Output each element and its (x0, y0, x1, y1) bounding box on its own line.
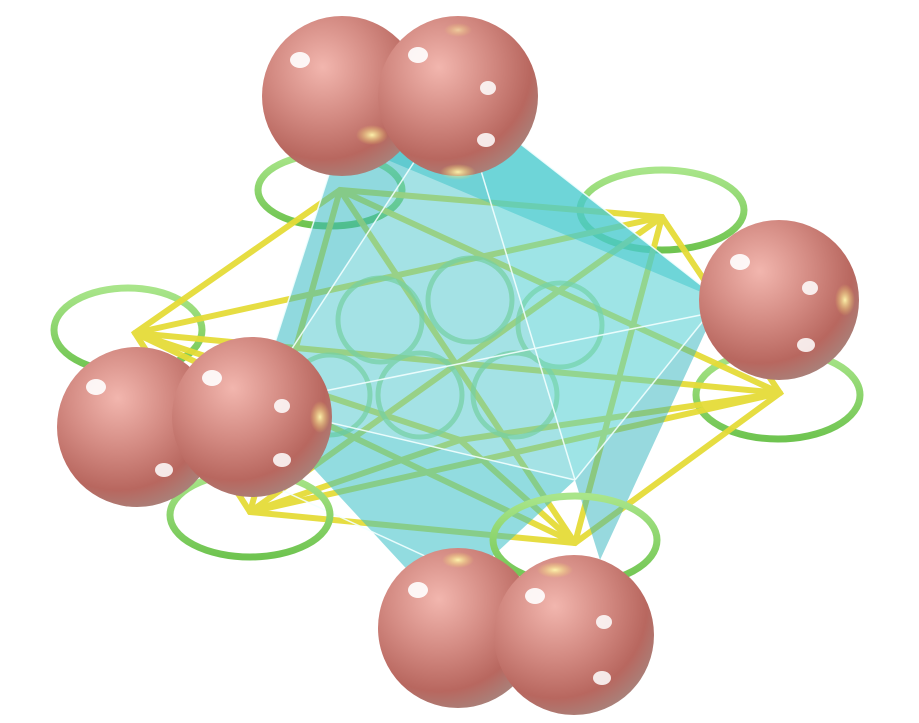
sphere-left-back (57, 347, 217, 507)
octahedron-face-right-lower (575, 300, 720, 560)
sphere-top-front (378, 16, 538, 180)
octahedron-face-front-lower (255, 405, 575, 605)
octahedron-face-front-upper (255, 95, 575, 480)
sphere-bottom-front (494, 555, 654, 715)
sphere-left-front (172, 337, 332, 497)
sphere-bottom-back (378, 548, 538, 708)
octahedron-face-right (458, 95, 720, 480)
sphere-top-back (262, 16, 422, 176)
translucent-octahedron (139, 94, 776, 626)
sphere-group (57, 16, 859, 715)
sphere-right (699, 220, 859, 380)
